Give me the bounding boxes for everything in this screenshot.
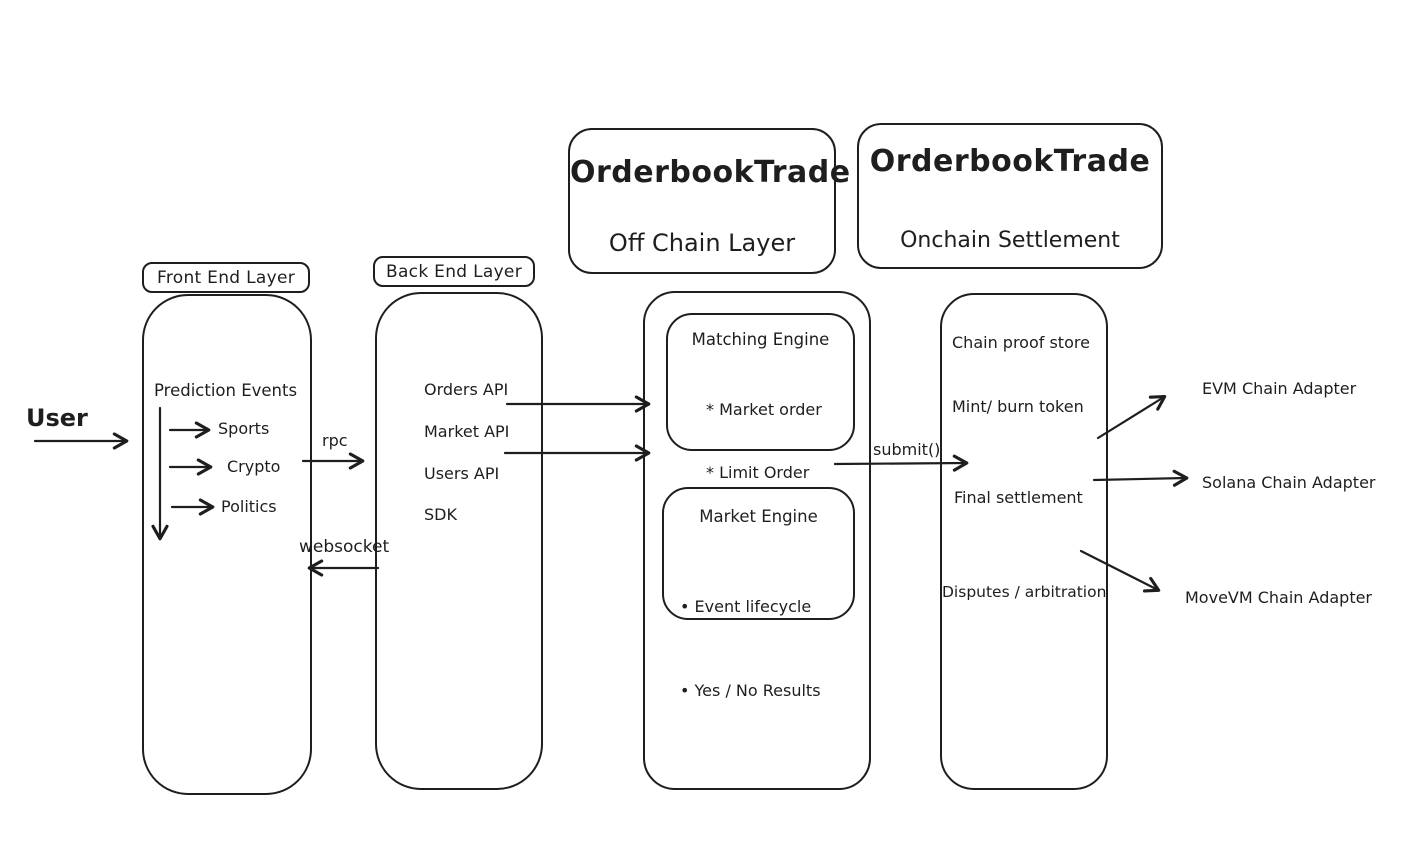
user-label: User [26, 404, 88, 432]
onchain-subtitle: Onchain Settlement [900, 228, 1120, 253]
onchain-title: OrderbookTrade [869, 144, 1151, 179]
onchain-item-mint-burn-token: Mint/ burn token [952, 397, 1084, 416]
onchain-item-chain-proof-store: Chain proof store [952, 333, 1090, 352]
market-engine-title: Market Engine [699, 507, 818, 526]
matching-engine-box: Matching Engine * Market order * Limit O… [666, 313, 855, 545]
offchain-title-box: OrderbookTrade Off Chain Layer [568, 128, 851, 274]
submit-edge-label: submit() [873, 440, 941, 459]
back-end-item-users-api: Users API [424, 464, 500, 483]
front-end-layer-tag-label: Front End Layer [156, 267, 295, 288]
front-end-layer-tag: Front End Layer [142, 262, 310, 293]
market-engine-bullet: • Yes / No Results [680, 681, 821, 700]
matching-engine-bullet: * Market order [706, 400, 822, 419]
back-end-layer-tag-label: Back End Layer [386, 261, 522, 282]
onchain-item-disputes-arbitration: Disputes / arbitration [942, 583, 1107, 601]
movevm-chain-adapter-label: MoveVM Chain Adapter [1185, 588, 1373, 607]
matching-engine-title: Matching Engine [691, 330, 830, 349]
onchain-settlement-box [940, 293, 1108, 790]
back-end-item-orders-api: Orders API [424, 380, 509, 399]
front-end-item-sports: Sports [218, 419, 270, 438]
market-engine-bullets: • Event lifecycle • Yes / No Results [680, 537, 821, 761]
onchain-item-final-settlement: Final settlement [954, 488, 1083, 507]
back-end-layer-tag: Back End Layer [373, 256, 535, 287]
solana-chain-adapter-label: Solana Chain Adapter [1202, 473, 1376, 492]
back-end-item-sdk: SDK [424, 505, 457, 524]
onchain-title-box: OrderbookTrade Onchain Settlement [857, 123, 1163, 269]
rpc-edge-label: rpc [322, 431, 348, 450]
matching-engine-bullet: * Limit Order [706, 463, 810, 482]
front-end-layer-box [142, 294, 312, 795]
prediction-events-heading: Prediction Events [154, 381, 298, 400]
front-end-item-crypto: Crypto [227, 457, 281, 476]
evm-chain-adapter-label: EVM Chain Adapter [1202, 379, 1357, 398]
back-end-item-market-api: Market API [424, 422, 510, 441]
offchain-title: OrderbookTrade [570, 155, 851, 190]
back-end-layer-box [375, 292, 543, 790]
websocket-edge-label: websocket [299, 537, 390, 557]
market-engine-box: Market Engine • Event lifecycle • Yes / … [662, 487, 855, 700]
market-engine-bullet: • Event lifecycle [680, 597, 812, 616]
offchain-subtitle: Off Chain Layer [608, 229, 796, 257]
front-end-item-politics: Politics [221, 497, 277, 516]
